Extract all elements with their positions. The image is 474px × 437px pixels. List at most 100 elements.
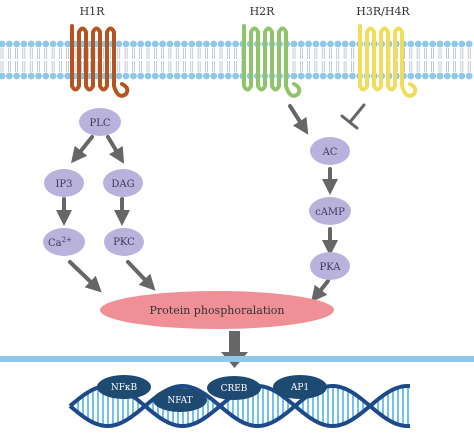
lipid-head [436, 72, 444, 80]
lipid-head [151, 72, 159, 80]
lipid-head [195, 72, 203, 80]
lipid-head [290, 72, 298, 80]
ip3-label: IP3 [55, 179, 72, 190]
lipid-head [137, 72, 145, 80]
lipid-head [159, 40, 167, 48]
lipid-head [130, 72, 137, 80]
lipid-head [451, 40, 458, 48]
lipid-head [13, 40, 20, 48]
lipid-head [465, 72, 473, 80]
lipid-head [407, 40, 415, 48]
lipid-head [181, 72, 188, 80]
h1r-label: H1R [80, 5, 106, 18]
right-pathway-arrows [288, 104, 338, 303]
arrow-pka-protein [311, 279, 330, 303]
plc-label: PLC [89, 118, 110, 129]
lipid-head [327, 40, 334, 48]
lipid-head [195, 40, 203, 48]
inhibition-h3r-ac [340, 103, 366, 130]
lipid-head [35, 72, 42, 80]
lipid-head [436, 40, 444, 48]
arrow-h2r-ac [288, 104, 309, 135]
node-pka: PKA [310, 252, 350, 280]
lipid-head [20, 40, 28, 48]
node-plc: PLC [79, 108, 121, 136]
h3r-h4r-receptor [358, 24, 418, 98]
lipid-head [173, 40, 181, 48]
ca-superscript: 2+ [62, 236, 72, 244]
lipid-head [151, 40, 159, 48]
lipid-head [224, 72, 232, 80]
ca-label: Ca2+ [48, 236, 72, 249]
lipid-head [130, 40, 137, 48]
nuclear-membrane [0, 356, 474, 362]
left-pathway-arrows [56, 135, 156, 293]
lipid-head [42, 40, 50, 48]
lipid-head [166, 72, 174, 80]
lipid-head [5, 40, 13, 48]
lipid-head [42, 72, 50, 80]
lipid-head [64, 72, 72, 80]
lipid-head [429, 72, 437, 80]
dna-strand [68, 384, 411, 428]
lipid-head [144, 40, 152, 48]
lipid-head [122, 72, 130, 80]
lipid-head [203, 72, 210, 80]
arrow-to-nucleus [221, 331, 248, 368]
lipid-head [312, 40, 320, 48]
lipid-head [122, 40, 130, 48]
lipid-head [327, 72, 334, 80]
arrow-plc-ip3 [71, 135, 94, 164]
lipid-head [407, 72, 415, 80]
lipid-head [349, 72, 356, 80]
lipid-head [422, 72, 429, 80]
lipid-head [217, 40, 225, 48]
h2r-label: H2R [250, 5, 276, 18]
lipid-head [0, 72, 6, 80]
lipid-head [173, 72, 181, 80]
lipid-head [422, 40, 429, 48]
ap1-label: AP1 [290, 383, 309, 393]
nfkb-label: NFκB [111, 383, 138, 393]
arrow-plc-dag [106, 135, 125, 164]
lipid-head [429, 40, 437, 48]
lipid-head [181, 40, 188, 48]
lipid-head [312, 72, 320, 80]
lipid-head [27, 72, 35, 80]
node-pkc: PKC [104, 228, 144, 256]
lipid-head [305, 72, 312, 80]
lipid-head [224, 40, 232, 48]
lipid-head [319, 40, 327, 48]
lipid-head [27, 40, 35, 48]
lipid-head [166, 40, 174, 48]
tf-nfkb: NFκB [97, 375, 151, 399]
lipid-head [159, 72, 167, 80]
node-ip3: IP3 [44, 169, 84, 197]
lipid-head [458, 40, 466, 48]
node-ac: AC [310, 137, 350, 165]
lipid-head [465, 40, 473, 48]
creb-label: CREB [221, 384, 248, 394]
lipid-head [349, 40, 356, 48]
node-dag: DAG [103, 169, 143, 197]
pka-label: PKA [319, 262, 341, 273]
h3r-h4r-label: H3R/H4R [356, 5, 410, 18]
lipid-head [188, 40, 196, 48]
lipid-head [115, 40, 123, 48]
lipid-head [144, 72, 152, 80]
lipid-head [232, 40, 240, 48]
ac-label: AC [322, 147, 338, 158]
protein-phosphorylation: Protein phosphoralation [100, 291, 334, 329]
lipid-head [414, 40, 422, 48]
lipid-head [297, 40, 305, 48]
lipid-head [334, 72, 342, 80]
lipid-head [341, 40, 349, 48]
lipid-head [414, 72, 422, 80]
lipid-head [210, 40, 218, 48]
lipid-head [334, 40, 342, 48]
lipid-head [188, 72, 196, 80]
nfat-label: NFAT [167, 396, 192, 406]
lipid-head [443, 72, 451, 80]
node-camp: cAMP [309, 197, 351, 225]
